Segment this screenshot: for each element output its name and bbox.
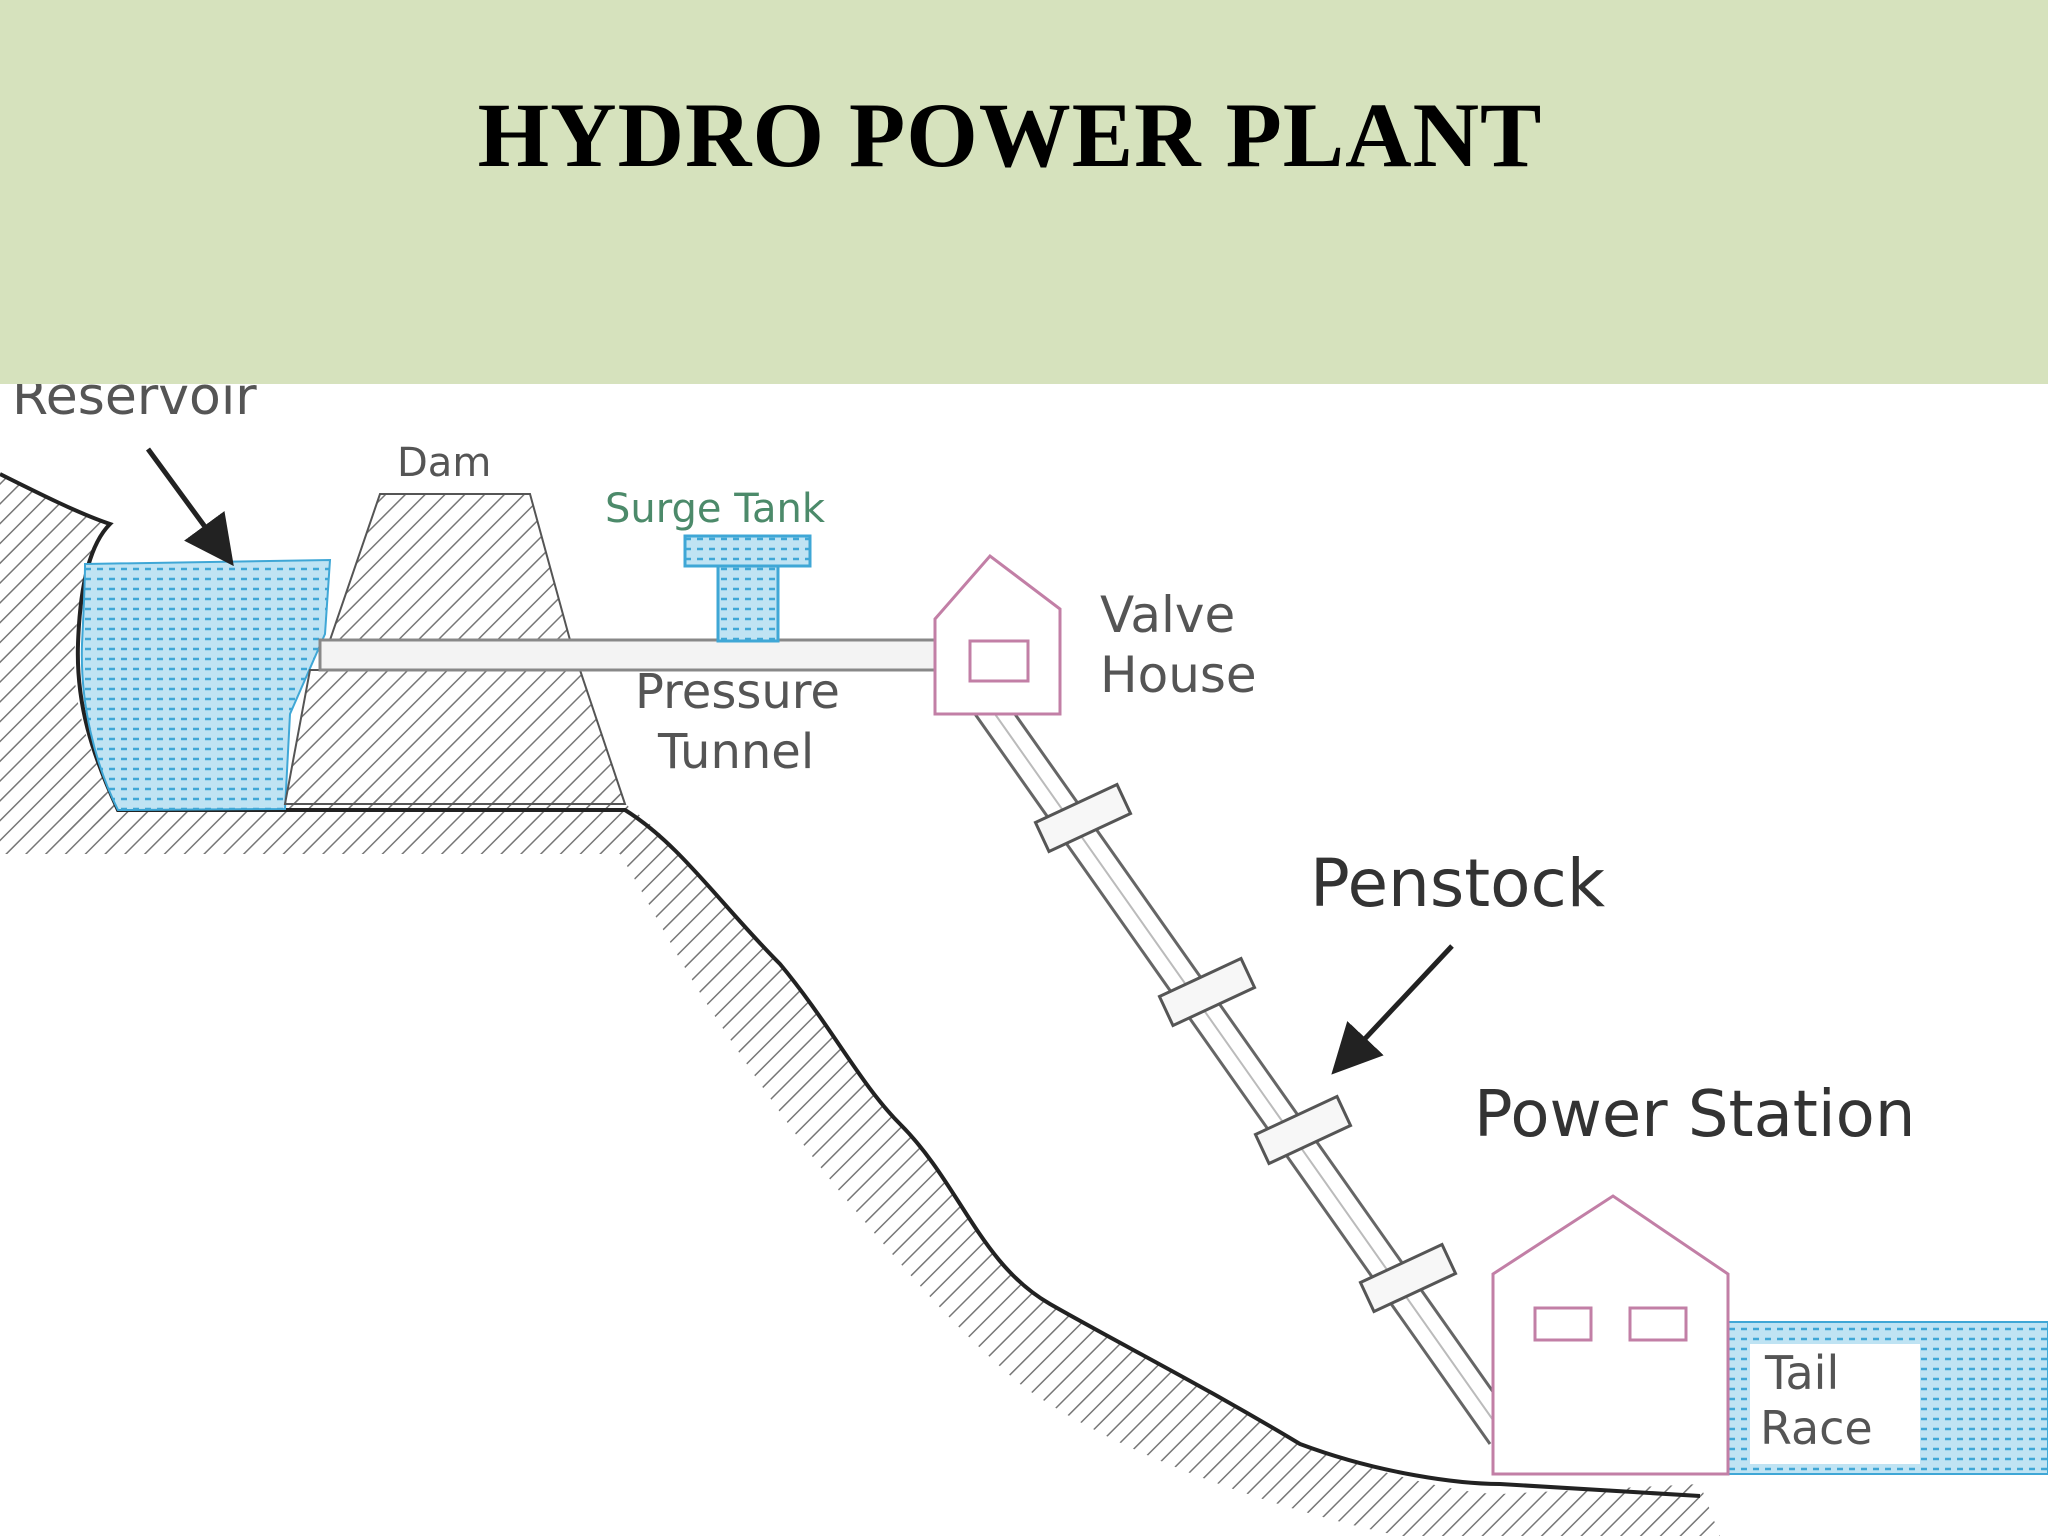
valve-house-label-line2: House — [1100, 646, 1257, 704]
reservoir-label: Reservoir — [12, 384, 257, 427]
dam-label: Dam — [397, 440, 491, 486]
pressure-tunnel-label-line1: Pressure — [635, 664, 840, 720]
penstock — [973, 699, 1522, 1445]
valve-house — [933, 553, 1062, 716]
penstock-label: Penstock — [1310, 845, 1606, 922]
dam — [328, 493, 572, 641]
valve-house-label-line1: Valve — [1100, 586, 1235, 644]
power-station — [1491, 1194, 1730, 1476]
pressure-tunnel-label-line2: Tunnel — [657, 724, 814, 780]
hydro-power-plant-diagram: Reservoir Dam Surge Tank Valve House Pre… — [0, 384, 2048, 1536]
penstock-arrow — [1331, 944, 1454, 1075]
slide-title: HYDRO POWER PLANT — [477, 84, 1543, 186]
reservoir-arrow — [145, 447, 234, 567]
title-bar: HYDRO POWER PLANT — [0, 0, 2048, 384]
tail-race-label-line2: Race — [1760, 1401, 1873, 1455]
surge-tank-label: Surge Tank — [605, 486, 826, 532]
power-station-label: Power Station — [1474, 1078, 1915, 1152]
reservoir-water — [80, 558, 332, 812]
pressure-tunnel — [318, 638, 937, 672]
surge-tank — [683, 534, 812, 643]
tail-race-label-line1: Tail — [1764, 1346, 1839, 1400]
